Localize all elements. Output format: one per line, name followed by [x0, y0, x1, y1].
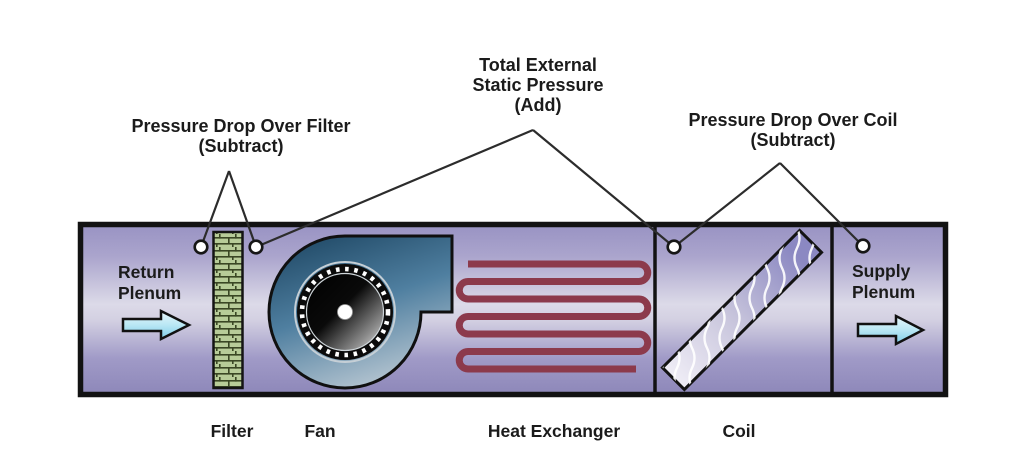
label-pressure-drop-coil: Pressure Drop Over Coil (Subtract) — [688, 110, 897, 150]
label-filter: Filter — [210, 421, 254, 441]
supply-plenum-text: Plenum — [852, 282, 916, 302]
filter-media-icon — [212, 230, 244, 390]
fan-hub — [337, 304, 353, 320]
return-plenum-text: Return — [118, 262, 175, 282]
leader-lines — [199, 128, 864, 249]
pressure-tap-icon — [193, 239, 209, 255]
pressure-tap-icon — [666, 239, 682, 255]
label-supply-plenum: Supply Plenum — [852, 261, 915, 303]
airflow-arrow-icon — [856, 313, 926, 347]
label-return-plenum: Return Plenum — [118, 262, 181, 304]
pressure-tap-icon — [855, 238, 871, 254]
annotation-note: (Subtract) — [198, 136, 284, 156]
annotation-title: Total External — [479, 55, 597, 75]
annotation-title: Static Pressure — [472, 75, 604, 95]
label-coil: Coil — [722, 421, 756, 441]
fan-wheel-rim — [294, 261, 396, 363]
annotation-note: (Add) — [514, 95, 562, 115]
label-pressure-drop-filter: Pressure Drop Over Filter (Subtract) — [131, 116, 350, 156]
annotation-note: (Subtract) — [750, 130, 836, 150]
serpentine-coil-icon — [455, 260, 652, 373]
label-heat-exchanger: Heat Exchanger — [487, 421, 621, 441]
return-plenum-text: Plenum — [118, 283, 182, 303]
supply-plenum-text: Supply — [852, 261, 911, 281]
annotation-title: Pressure Drop Over Filter — [131, 116, 351, 136]
label-fan: Fan — [304, 421, 336, 441]
pressure-tap-icon — [248, 239, 264, 255]
label-total-external-static-pressure: Total External Static Pressure (Add) — [472, 55, 603, 115]
airflow-arrow-icon — [121, 308, 192, 342]
fan-blade-ticks — [299, 266, 391, 358]
annotation-title: Pressure Drop Over Coil — [688, 110, 898, 130]
